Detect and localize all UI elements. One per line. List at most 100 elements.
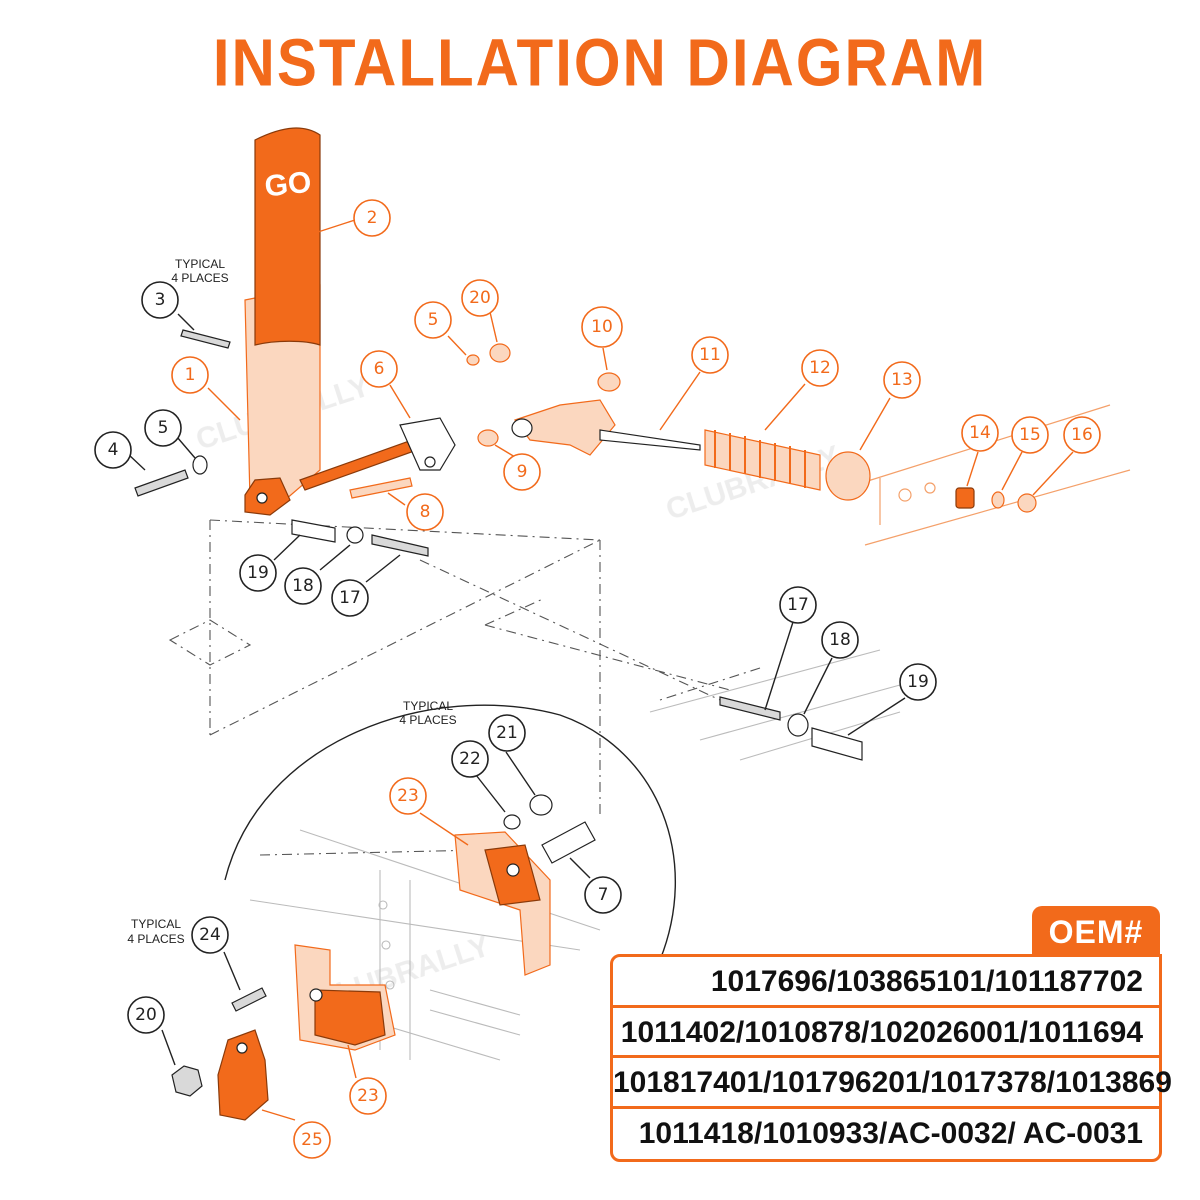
note-typical-mid-line1: TYPICAL [403,699,453,713]
callout-5b: 5 [414,301,452,339]
callout-17b-label: 17 [787,595,809,615]
bolt-24 [231,987,267,1012]
callout-5b-label: 5 [428,310,439,330]
callout-20a-label: 20 [469,288,491,308]
note-typical-bottom-line2: 4 PLACES [127,932,184,946]
washer-5-left [192,455,208,475]
note-typical-top-line1: TYPICAL [175,257,225,271]
nut-16 [1017,493,1037,513]
callout-9-label: 9 [517,462,528,482]
callout-15-label: 15 [1019,425,1041,445]
note-typical-bottom: TYPICAL 4 PLACES [127,917,184,946]
note-typical-mid: TYPICAL 4 PLACES [399,699,456,727]
bushing-14 [955,487,975,509]
spacer-19-left [291,519,336,543]
spring-12 [704,429,821,491]
callout-25: 25 [293,1121,331,1159]
callout-1: 1 [171,356,209,394]
callout-20b-label: 20 [135,1005,157,1025]
leader-lines [127,219,1074,1121]
callout-23b: 23 [349,1077,387,1115]
callout-22: 22 [451,740,489,778]
callout-19a: 19 [239,554,277,592]
arm-25 [217,1029,269,1121]
callout-10: 10 [581,306,623,348]
callout-7-label: 7 [598,885,609,905]
callout-18a: 18 [284,567,322,605]
callout-4-label: 4 [108,440,119,460]
callout-6-label: 6 [374,359,385,379]
callout-21: 21 [488,714,526,752]
oem-number-table: 1017696/103865101/101187702 1011402/1010… [610,954,1172,1162]
nut-20-lower [171,1065,203,1097]
callout-19b-label: 19 [907,672,929,692]
oem-row-4: 1011418/1010933/AC-0032/ AC-0031 [638,1116,1143,1150]
callout-12: 12 [801,349,839,387]
callout-14-label: 14 [969,423,991,443]
oem-row-2: 1011402/1010878/102026001/1011694 [613,1008,1159,1058]
callout-8: 8 [406,493,444,531]
pedal-label-go: GO [263,166,313,204]
callout-11: 11 [691,336,729,374]
callout-5a: 5 [144,409,182,447]
bracket-23-lower [294,944,396,1051]
callout-23b-label: 23 [357,1086,379,1106]
stud-17-right [719,696,781,721]
spacer-19-right [811,727,863,761]
callout-3-label: 3 [155,290,166,310]
oem-row-1: 1017696/103865101/101187702 [613,957,1159,1008]
callout-2-label: 2 [367,208,378,228]
spacer-7 [541,821,596,864]
bolt-4 [134,469,189,497]
washer-18-right [787,713,809,737]
callout-20b: 20 [127,996,165,1034]
callout-18b: 18 [821,621,859,659]
bushing-20-top [489,343,511,363]
plate-13 [825,451,871,501]
washer-15 [991,491,1005,509]
callout-5a-label: 5 [158,418,169,438]
callout-12-label: 12 [809,358,831,378]
callout-13-label: 13 [891,370,913,390]
callout-18a-label: 18 [292,576,314,596]
callout-1-label: 1 [185,365,196,385]
washer-5-top [466,354,480,366]
callout-24-label: 24 [199,925,221,945]
washer-22 [503,814,521,830]
bushing-9 [477,429,499,447]
stud-17-left [371,534,429,557]
callout-8-label: 8 [420,502,431,522]
callout-24: 24 [191,916,229,954]
callout-13: 13 [883,361,921,399]
crank-and-rod [511,399,701,456]
callout-23a-label: 23 [397,786,419,806]
assembly-guides [168,519,761,856]
callout-15: 15 [1011,416,1049,454]
callout-11-label: 11 [699,345,721,365]
callout-20a: 20 [461,279,499,317]
callout-16: 16 [1063,416,1101,454]
callout-2: 2 [353,199,391,237]
callout-17a: 17 [331,579,369,617]
callout-14: 14 [961,414,999,452]
pedal-assembly: GO [244,127,321,516]
note-typical-mid-line2: 4 PLACES [399,713,456,727]
note-typical-top-line2: 4 PLACES [171,271,228,285]
nut-21 [529,794,553,816]
callout-17b: 17 [779,586,817,624]
detail-circle [224,704,677,961]
callout-19b: 19 [899,663,937,701]
linkage-rod [299,417,456,491]
bracket-23-upper [454,831,551,976]
cap-10 [597,372,621,392]
callout-21-label: 21 [496,723,518,743]
callout-6: 6 [360,350,398,388]
callout-17a-label: 17 [339,588,361,608]
washer-18-left [346,526,364,544]
bolt-3 [180,329,231,349]
callout-18b-label: 18 [829,630,851,650]
callout-3: 3 [141,281,179,319]
oem-row-3: 101817401/101796201/1017378/1013869 [613,1058,1172,1109]
note-typical-top: TYPICAL 4 PLACES [171,257,228,285]
